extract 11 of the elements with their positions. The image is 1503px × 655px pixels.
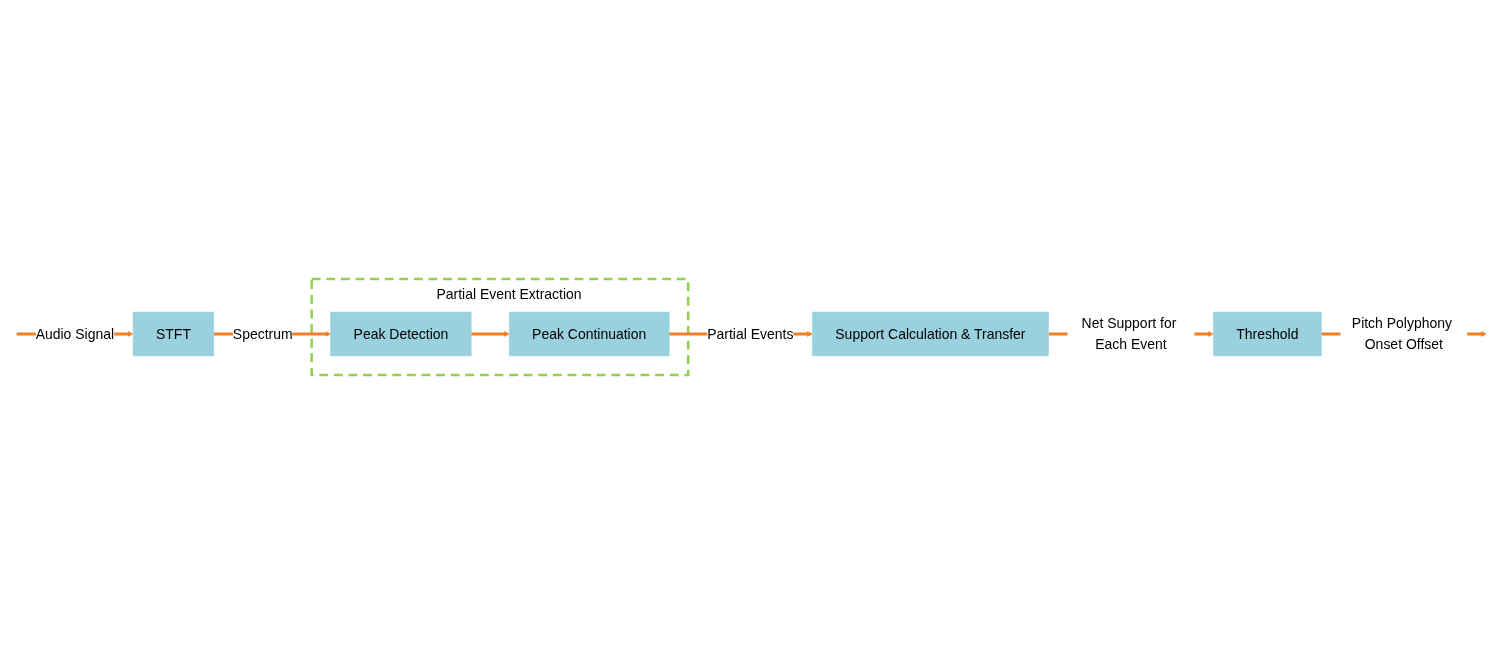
arrow [471,331,510,338]
edge-label: Pitch Polyphony Onset Offset [1351,316,1452,353]
edge-label: Net Support for Each Event [1081,316,1177,353]
edge-label: Audio Signal [35,326,115,343]
node-box: STFT [132,312,215,357]
edge-label: Spectrum [232,326,293,343]
edge-label: Partial Events [707,326,794,343]
node-box: Threshold [1213,312,1322,357]
node-box: Peak Detection [330,312,472,357]
node-box: Support Calculation & Transfer [812,312,1049,357]
node-box: Peak Continuation [508,312,670,357]
